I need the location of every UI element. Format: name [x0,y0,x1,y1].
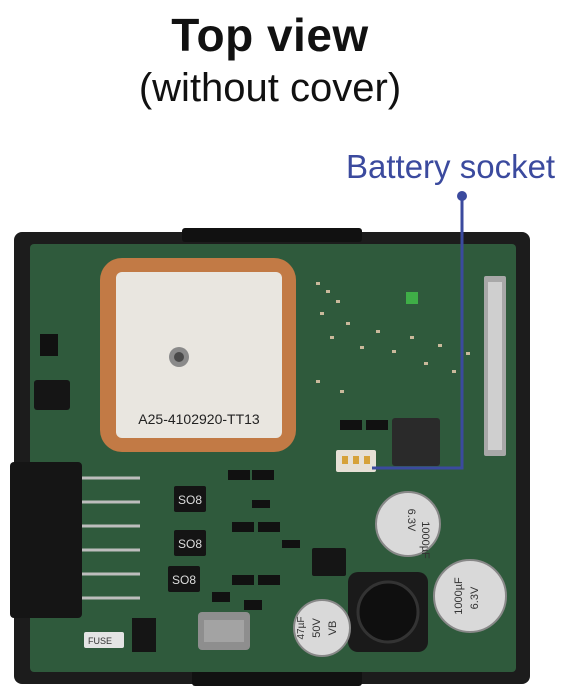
capacitor-47uf [293,599,351,657]
antenna-label: A25-4102920-TT13 [138,411,260,427]
callout-leader-line [372,196,464,470]
fuse-label: FUSE [88,636,112,646]
callout-dot [457,191,467,201]
cap-c-rating-3: VB [327,621,339,636]
cap-a-rating-2: 1000µF [419,521,431,559]
cap-b-rating-2: 6.3V [469,586,481,609]
so8-label-3: SO8 [172,573,196,587]
battery-socket-callout: Battery socket [346,148,556,185]
housing-bottom-tab [192,670,362,686]
so8-chip-1 [174,486,206,512]
so8-label-2: SO8 [178,537,202,551]
power-ic [392,418,440,466]
left-connector-housing [10,462,82,618]
diagram-subtitle: (without cover) [138,66,402,110]
fuse [84,632,124,648]
left-black-component [34,380,70,410]
green-led [406,292,418,304]
cap-c-rating-1: 47µF [296,617,307,640]
so8-label-1: SO8 [178,493,202,507]
capacitor-1000uf-b [433,559,507,633]
cap-b-rating-1: 1000µF [453,577,465,615]
cap-a-rating-1: 6.3V [405,509,417,532]
housing-top-tab [182,228,362,242]
smd-components [212,420,388,610]
mosfet [312,548,346,576]
so8-chip-2 [174,530,206,556]
connector-pins [82,476,140,600]
passive-dots [316,282,470,393]
gps-antenna-face [116,272,282,438]
cap-c-rating-2: 50V [311,618,323,638]
diagram-title: Top view [171,9,369,61]
so8-chip-3 [168,566,200,592]
capacitor-1000uf-a [375,491,441,557]
